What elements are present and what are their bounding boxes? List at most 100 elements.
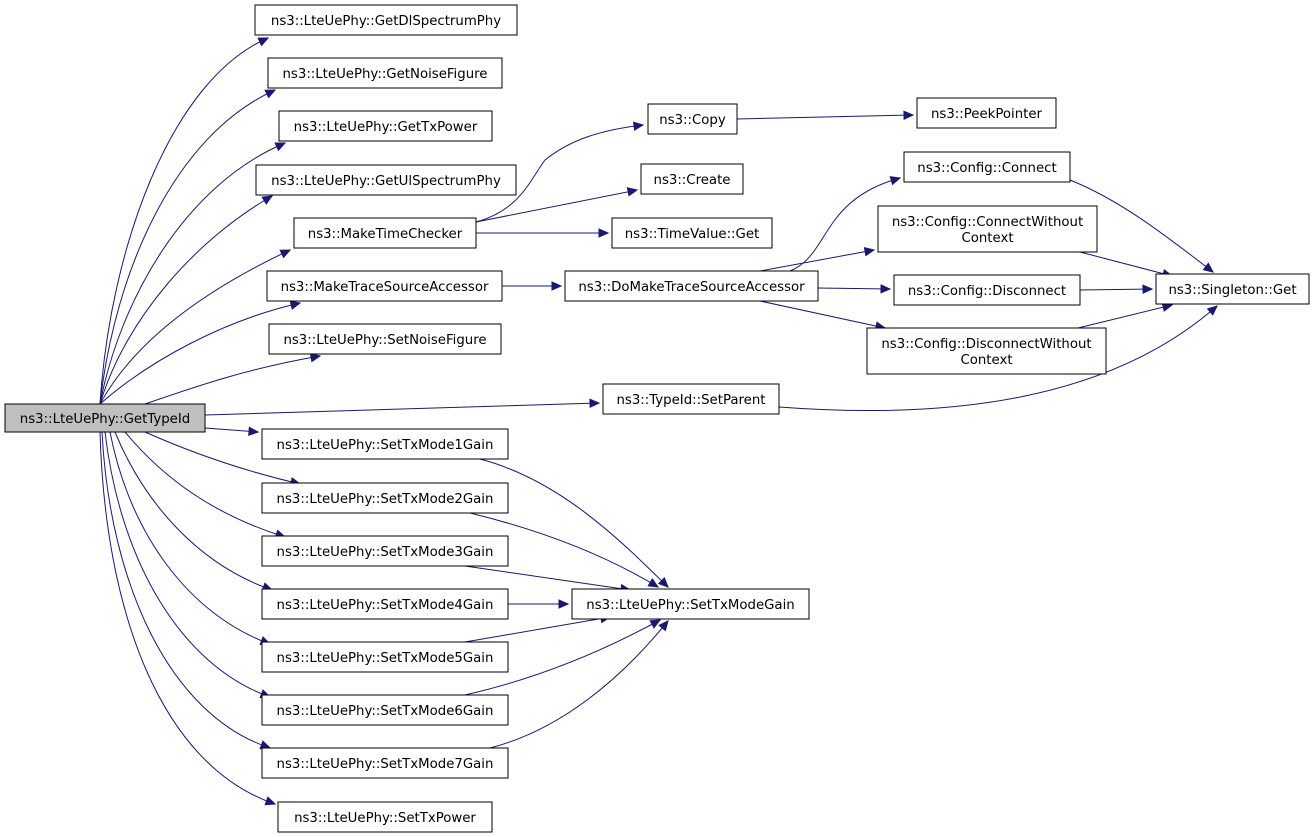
edge-do_make_trace_source_accessor-to-config_disconnect [817,287,891,290]
node-box [261,641,509,673]
node-set-tx-mode3-gain[interactable]: ns3::LteUePhy::SetTxMode3Gain [261,535,509,567]
edge-set_tx_mode6_gain-to-set_tx_mode_gain [464,619,661,696]
node-box [571,588,810,620]
node-box [4,403,206,433]
node-box [293,217,477,249]
node-get-ul-spectrum-phy[interactable]: ns3::LteUePhy::GetUlSpectrumPhy [255,164,517,196]
edge-config_disconnect-to-singleton_get [1079,288,1153,291]
edge-make_time_checker-to-create [475,189,638,223]
node-type-id-set-parent[interactable]: ns3::TypeId::SetParent [602,383,780,415]
edge-config_disconnect_without_context-to-singleton_get [1077,304,1173,329]
node-box [277,801,493,833]
arrowhead-get_dl_spectrum_phy [257,37,270,47]
node-set-tx-mode1-gain[interactable]: ns3::LteUePhy::SetTxMode1Gain [261,428,509,460]
node-set-noise-figure[interactable]: ns3::LteUePhy::SetNoiseFigure [268,323,502,355]
arrowhead-get_tx_power [274,142,287,152]
edge-get_type_id-to-set_tx_mode7_gain [101,431,271,749]
node-box [564,270,819,302]
call-edges [99,37,1218,806]
node-singleton-get[interactable]: ns3::Singleton::Get [1155,273,1310,305]
edge-get_type_id-to-set_tx_mode2_gain [144,431,301,485]
node-box [261,694,509,726]
node-make-trace-source-accessor[interactable]: ns3::MakeTraceSourceAccessor [266,270,503,302]
node-box [261,588,509,620]
node-box [255,164,517,196]
node-get-noise-figure[interactable]: ns3::LteUePhy::GetNoiseFigure [267,57,503,89]
node-label: ns3::MakeTimeChecker [308,227,463,242]
edge-do_make_trace_source_accessor-to-config_connect_without_context [759,249,875,272]
edge-get_type_id-to-make_trace_source_accessor [99,302,301,405]
node-set-tx-power[interactable]: ns3::LteUePhy::SetTxPower [277,801,493,833]
arrowhead-set_tx_mode1_gain [248,426,260,437]
arrowhead-singleton_get [1142,284,1154,294]
node-box [261,428,509,460]
node-make-time-checker[interactable]: ns3::MakeTimeChecker [293,217,477,249]
node-label: ns3::LteUePhy::SetTxMode2Gain [277,492,494,507]
node-box [611,217,773,249]
node-get-tx-power[interactable]: ns3::LteUePhy::GetTxPower [278,110,493,142]
edge-get_type_id-to-set_tx_mode4_gain [114,431,273,591]
node-label: ns3::MakeTraceSourceAccessor [281,280,489,295]
node-label: ns3::LteUePhy::SetTxMode1Gain [277,438,494,453]
node-create[interactable]: ns3::Create [640,163,744,195]
node-time-value-get[interactable]: ns3::TimeValue::Get [611,217,773,249]
node-config-connect[interactable]: ns3::Config::Connect [903,151,1071,183]
node-box [893,274,1081,306]
node-label: ns3::TypeId::SetParent [616,393,765,408]
node-label: Context [961,231,1013,246]
node-label: ns3::PeekPointer [931,107,1043,122]
edge-set_tx_mode5_gain-to-set_tx_mode_gain [464,616,611,643]
node-box [647,103,738,135]
node-peek-pointer[interactable]: ns3::PeekPointer [916,97,1057,129]
node-copy[interactable]: ns3::Copy [647,103,738,135]
node-label: ns3::LteUePhy::GetNoiseFigure [283,67,488,82]
node-box [278,110,493,142]
node-label: ns3::TimeValue::Get [625,227,760,242]
node-label: ns3::LteUePhy::SetTxMode6Gain [277,704,494,719]
arrowhead-set_tx_power [264,796,277,806]
node-set-tx-mode7-gain[interactable]: ns3::LteUePhy::SetTxMode7Gain [261,747,509,779]
node-set-tx-mode2-gain[interactable]: ns3::LteUePhy::SetTxMode2Gain [261,482,509,514]
node-set-tx-mode-gain[interactable]: ns3::LteUePhy::SetTxModeGain [571,588,810,620]
node-config-disconnect[interactable]: ns3::Config::Disconnect [893,274,1081,306]
call-nodes: ns3::LteUePhy::GetTypeId ns3::LteUePhy::G… [4,4,1310,833]
edge-do_make_trace_source_accessor-to-config_disconnect_without_context [759,300,886,329]
node-label: ns3::LteUePhy::GetDlSpectrumPhy [271,14,501,29]
node-set-tx-mode6-gain[interactable]: ns3::LteUePhy::SetTxMode6Gain [261,694,509,726]
edge-get_type_id-to-set_noise_figure [144,355,321,405]
node-set-tx-mode5-gain[interactable]: ns3::LteUePhy::SetTxMode5Gain [261,641,509,673]
arrowhead-do_make_trace_source_accessor [551,281,563,291]
node-label: ns3::LteUePhy::SetTxMode5Gain [277,651,494,666]
arrowhead-peek_pointer [903,110,915,120]
node-label: ns3::Copy [659,113,726,128]
arrowhead-config_connect [889,176,902,186]
node-label: ns3::LteUePhy::SetTxMode3Gain [277,545,494,560]
node-box [261,747,509,779]
arrowhead-make_trace_source_accessor [289,300,302,310]
arrowhead-set_tx_mode_gain [657,576,669,588]
arrowhead-config_connect_without_context [863,247,876,257]
edge-get_type_id-to-set_tx_mode5_gain [109,431,271,645]
node-label: ns3::LteUePhy::SetTxPower [294,811,476,826]
node-box [916,97,1057,129]
edge-get_type_id-to-get_noise_figure [99,89,276,405]
node-label: ns3::Config::DisconnectWithout [881,337,1091,352]
arrowhead-type_id_set_parent [589,398,601,409]
node-box [903,151,1071,183]
node-set-tx-mode4-gain[interactable]: ns3::LteUePhy::SetTxMode4Gain [261,588,509,620]
node-label: ns3::LteUePhy::GetTxPower [294,120,478,135]
node-label: ns3::Config::ConnectWithout [892,215,1083,230]
node-label: Context [960,353,1012,368]
node-label: ns3::Config::Connect [917,161,1056,176]
node-label: ns3::LteUePhy::GetTypeId [20,412,190,427]
arrowhead-singleton_get [1202,262,1214,273]
node-do-make-trace-source-accessor[interactable]: ns3::DoMakeTraceSourceAccessor [564,270,819,302]
arrowhead-set_tx_mode_gain [658,620,669,632]
node-box [261,482,509,514]
node-box [254,4,518,36]
node-get-type-id[interactable]: ns3::LteUePhy::GetTypeId [4,403,206,433]
arrowhead-create [626,187,639,197]
node-get-dl-spectrum-phy[interactable]: ns3::LteUePhy::GetDlSpectrumPhy [254,4,518,36]
